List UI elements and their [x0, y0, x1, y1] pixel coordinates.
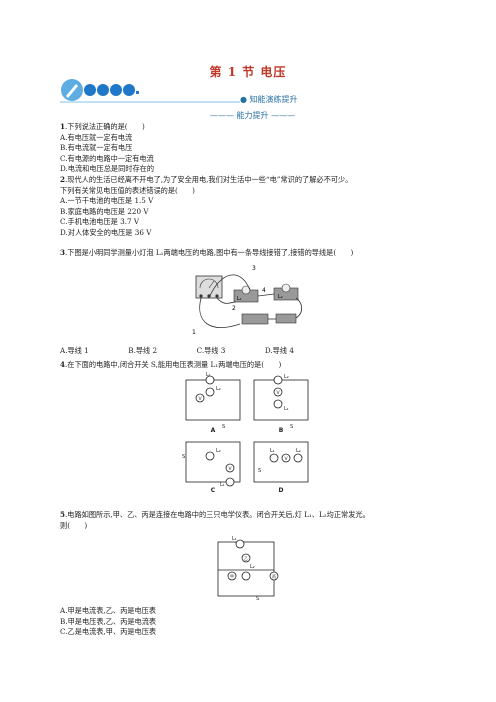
- figure-label-a: A: [211, 427, 216, 434]
- wire-label: 2: [232, 305, 236, 312]
- svg-text:甲: 甲: [230, 574, 234, 579]
- option[interactable]: C.乙是电流表,甲、丙是电压表: [60, 627, 157, 637]
- question-2: 2.现代人的生活已经离不开电了,为了安全用电,我们对生活中一些“电”常识的了解必…: [60, 175, 353, 237]
- svg-text:丙: 丙: [272, 574, 276, 579]
- lamp-icon: [205, 387, 215, 397]
- pencil-icon: [61, 79, 83, 101]
- figure-label-b: B: [279, 427, 284, 434]
- lamp-label: L₂: [216, 448, 221, 454]
- q3-options: A.导线 1 B.导线 2 C.导线 3 D.导线 4: [60, 346, 340, 357]
- lamp-icon: [241, 571, 251, 581]
- lamp-label: L₂: [284, 374, 289, 380]
- header-banner: [60, 79, 240, 103]
- header-dots: [84, 84, 135, 96]
- option[interactable]: C.手机电池电压是 3.7 V: [60, 217, 140, 227]
- lamp-icon: [205, 375, 215, 385]
- q5-options: A.甲是电流表,乙、丙是电压表 B.甲是电压表,乙、丙是电流表 C.乙是电流表,…: [60, 606, 156, 638]
- lamp-label: L₂: [296, 448, 301, 454]
- meter-icon: [241, 553, 251, 563]
- svg-text:V: V: [198, 396, 202, 402]
- q4-circuit-figures: V V V V L₁ L₂ L₂ L₁ L₂ L₁ L₁ L₂ S S S S …: [182, 372, 309, 492]
- lamp-label: L₂: [278, 294, 283, 300]
- svg-text:V: V: [228, 466, 232, 472]
- option[interactable]: A.有电压就一定有电流: [60, 132, 133, 142]
- question-1: 1.下列说法正确的是( ) A.有电压就一定有电流 B.有电流就一定有电压 C.…: [60, 122, 155, 174]
- wire-label: 1: [192, 329, 196, 336]
- switch-icon: [275, 313, 297, 324]
- question-3: 3.下图是小明同学测量小灯泡 L₁两端电压的电路,图中有一条导线接错了,接错的导…: [60, 248, 354, 257]
- option[interactable]: C.有电源的电路中一定有电流: [60, 153, 154, 163]
- q3-circuit-figure: 3 2 1 4 L₁ L₂: [192, 265, 303, 336]
- lamp-icon: [235, 539, 245, 549]
- svg-text:乙: 乙: [244, 555, 248, 561]
- lamp-label: L₁: [232, 536, 237, 542]
- option[interactable]: A.一节干电池的电压是 1.5 V: [60, 196, 154, 206]
- figure-label-c: C: [211, 487, 216, 492]
- lamp-label: L₁: [237, 296, 242, 302]
- option[interactable]: D.对人体安全的电压是 36 V: [60, 227, 152, 237]
- switch-label: S: [222, 424, 225, 430]
- option[interactable]: C.导线 3: [196, 346, 226, 355]
- option[interactable]: B.有电流就一定有电压: [60, 143, 133, 153]
- lamp-label: L₂: [250, 564, 255, 570]
- meter-icon: [269, 571, 279, 581]
- section-badge: ● 知能演练提升: [240, 95, 298, 104]
- voltmeter-icon: [225, 463, 235, 473]
- voltmeter-icon: [195, 275, 223, 299]
- question-5: 5.电路如图所示,甲、乙、丙是连接在电路中的三只电学仪表。闭合开关后,灯 L₁、…: [60, 510, 370, 530]
- lamp-holder-icon: [233, 285, 259, 303]
- lamp-label: L₁: [284, 406, 289, 412]
- page-title: 第 1 节 电压: [209, 65, 287, 79]
- lamp-icon: [273, 375, 283, 385]
- svg-text:V: V: [276, 390, 280, 396]
- option[interactable]: B.甲是电压表,乙、丙是电流表: [60, 616, 157, 626]
- voltmeter-icon: [273, 387, 283, 397]
- lamp-icon: [269, 453, 279, 463]
- lamp-label: L₁: [206, 372, 211, 378]
- switch-label: S: [256, 596, 259, 602]
- q5-circuit-figure: 乙 甲 丙 L₁ L₂ S: [217, 536, 279, 602]
- lamp-icon: [225, 477, 235, 487]
- voltmeter-icon: [195, 393, 205, 403]
- option[interactable]: D.电流和电压总是同时存在的: [60, 164, 155, 174]
- option[interactable]: A.甲是电流表,乙、丙是电压表: [60, 606, 157, 615]
- wire-label: 4: [262, 287, 266, 294]
- lamp-holder-icon: [273, 283, 299, 301]
- option[interactable]: B.导线 2: [128, 346, 158, 355]
- lamp-icon: [273, 399, 283, 409]
- option[interactable]: B.家庭电路的电压是 220 V: [60, 206, 149, 216]
- lamp-label: L₁: [220, 482, 225, 488]
- option[interactable]: A.导线 1: [60, 346, 89, 355]
- switch-label: S: [258, 468, 261, 474]
- figure-label-d: D: [279, 487, 284, 492]
- lamp-icon: [205, 451, 215, 461]
- wire-label: 3: [252, 265, 256, 272]
- voltmeter-icon: [281, 453, 291, 463]
- svg-text:V: V: [284, 456, 288, 462]
- lamp-label: L₂: [216, 386, 221, 392]
- lamp-icon: [293, 453, 303, 463]
- battery-icon: [241, 313, 269, 325]
- option[interactable]: D.导线 4: [264, 346, 294, 355]
- switch-label: S: [182, 454, 185, 460]
- question-4: 4.在下面的电路中,闭合开关 S,能用电压表测量 L₁两端电压的是( ): [60, 360, 282, 369]
- lamp-label: L₁: [270, 448, 275, 454]
- switch-label: S: [290, 424, 293, 430]
- section-subtitle: ——— 能力提升 ———: [210, 111, 296, 120]
- meter-icon: [227, 571, 237, 581]
